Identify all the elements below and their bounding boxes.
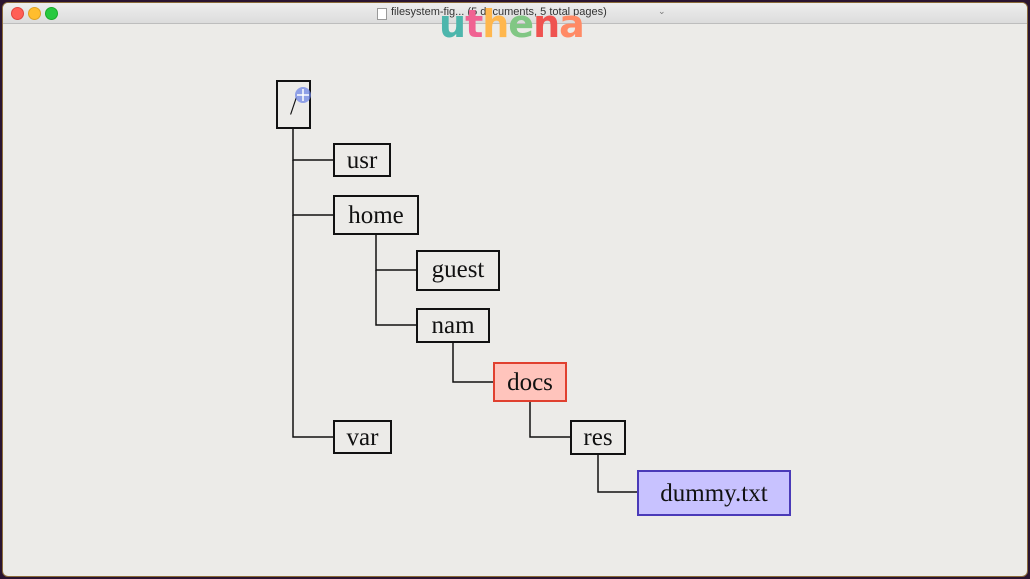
node-dummy[interactable]: dummy.txt bbox=[637, 470, 791, 516]
edge-res-dummy bbox=[597, 455, 638, 493]
watermark-letter: n bbox=[533, 2, 560, 46]
node-usr-label: usr bbox=[347, 147, 378, 174]
tree-edges bbox=[292, 129, 638, 493]
watermark-letter: e bbox=[508, 2, 534, 46]
node-nam[interactable]: nam bbox=[416, 308, 490, 343]
node-home[interactable]: home bbox=[333, 195, 419, 235]
cursor-crosshair-icon bbox=[295, 87, 311, 103]
zoom-window-button[interactable] bbox=[45, 7, 58, 20]
node-res[interactable]: res bbox=[570, 420, 626, 455]
watermark-logo: uthena bbox=[439, 2, 585, 46]
window-title[interactable]: filesystem-fig... (5 documents, 5 total … bbox=[391, 6, 607, 18]
node-usr[interactable]: usr bbox=[333, 143, 391, 177]
filesystem-tree-diagram: / usr home guest nam docs bbox=[276, 80, 791, 516]
node-docs-label: docs bbox=[507, 369, 553, 396]
edge-root-home bbox=[292, 160, 334, 216]
watermark-letter: u bbox=[439, 2, 466, 46]
node-docs[interactable]: docs bbox=[493, 362, 567, 402]
watermark-letter: a bbox=[559, 2, 585, 46]
node-guest[interactable]: guest bbox=[416, 250, 500, 291]
node-root-label: / bbox=[290, 93, 297, 120]
title-bar[interactable]: filesystem-fig... (5 documents, 5 total … bbox=[3, 3, 1027, 24]
edge-docs-res bbox=[529, 401, 571, 438]
node-root[interactable]: / bbox=[276, 80, 311, 129]
edge-home-guest bbox=[375, 235, 417, 271]
node-nam-label: nam bbox=[431, 312, 475, 339]
edge-root-var bbox=[292, 215, 334, 438]
node-dummy-label: dummy.txt bbox=[660, 480, 767, 507]
watermark-letter: h bbox=[482, 2, 509, 46]
node-guest-label: guest bbox=[432, 256, 485, 283]
watermark-letter: t bbox=[465, 2, 483, 46]
chevron-down-icon[interactable]: ⌄ bbox=[658, 6, 666, 16]
node-home-label: home bbox=[348, 202, 404, 229]
edge-nam-docs bbox=[452, 343, 494, 383]
node-res-label: res bbox=[583, 424, 612, 451]
close-window-button[interactable] bbox=[11, 7, 24, 20]
node-var[interactable]: var bbox=[333, 420, 392, 454]
node-var-label: var bbox=[347, 424, 380, 451]
minimize-window-button[interactable] bbox=[28, 7, 41, 20]
document-icon bbox=[377, 8, 387, 20]
edge-home-nam bbox=[375, 270, 417, 326]
edge-root-usr bbox=[292, 129, 334, 161]
tree-nodes: / usr home guest nam docs bbox=[276, 80, 791, 516]
